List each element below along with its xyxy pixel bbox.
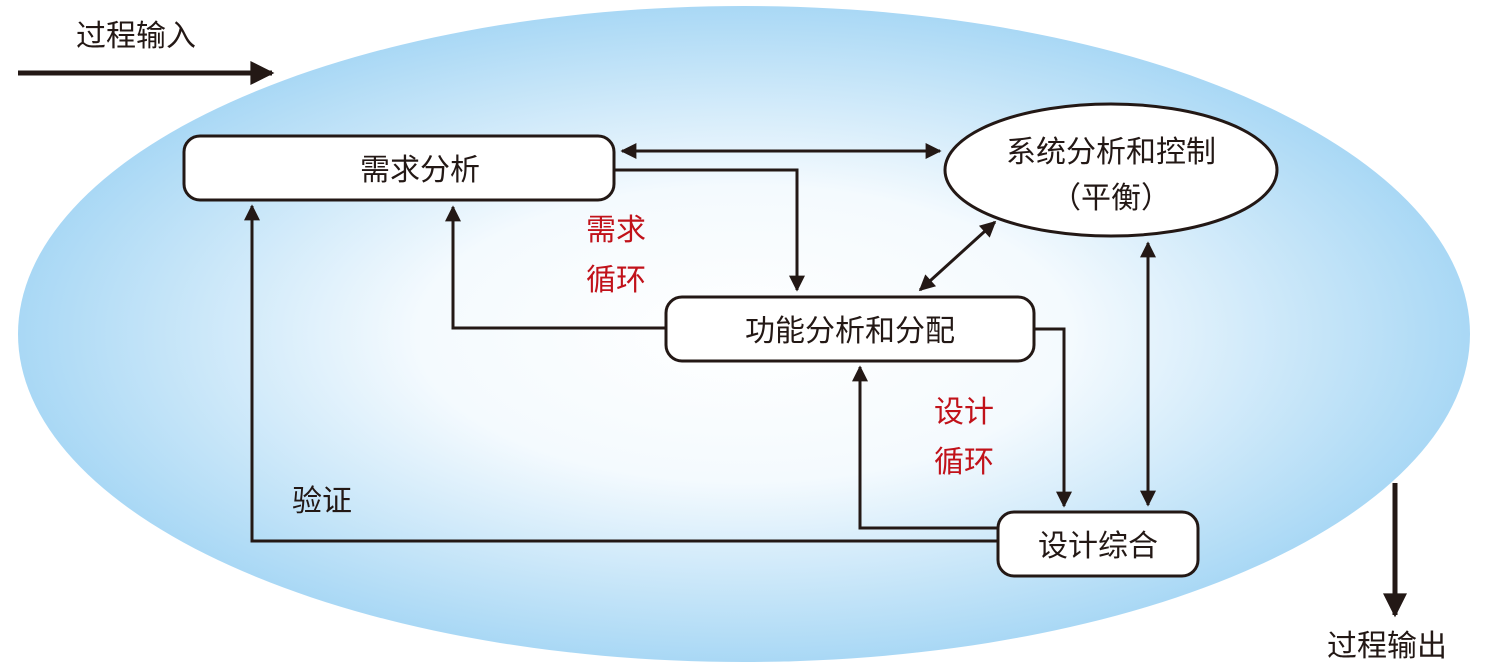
design-synthesis-label: 设计综合 xyxy=(1038,529,1158,564)
system-analysis-label-line1: 系统分析和控制 xyxy=(1006,135,1216,170)
arrow-verification xyxy=(244,204,998,543)
arrow-functional-to-requirements xyxy=(445,205,666,330)
process-input-label: 过程输入 xyxy=(76,19,196,54)
verification-label: 验证 xyxy=(292,484,352,519)
design-loop-label-line1: 设计 xyxy=(934,395,994,430)
arrow-functional-system-analysis xyxy=(918,220,997,292)
system-analysis-control-node[interactable] xyxy=(943,102,1279,238)
design-synthesis-box[interactable] xyxy=(996,510,1200,578)
process-output-label: 过程输出 xyxy=(1327,629,1447,664)
arrow-requirements-to-functional xyxy=(614,168,805,292)
system-analysis-label-line2: （平衡） xyxy=(1051,181,1171,216)
arrow-functional-to-design xyxy=(1034,327,1072,508)
design-loop-label-line2: 循环 xyxy=(934,445,994,480)
arrow-design-to-functional xyxy=(852,365,998,530)
requirements-analysis-label: 需求分析 xyxy=(360,153,480,188)
requirements-loop-label-line1: 需求 xyxy=(586,213,646,248)
requirements-analysis-box[interactable] xyxy=(182,134,616,202)
requirements-loop-label-line2: 循环 xyxy=(586,263,646,298)
functional-analysis-label: 功能分析和分配 xyxy=(745,314,955,349)
